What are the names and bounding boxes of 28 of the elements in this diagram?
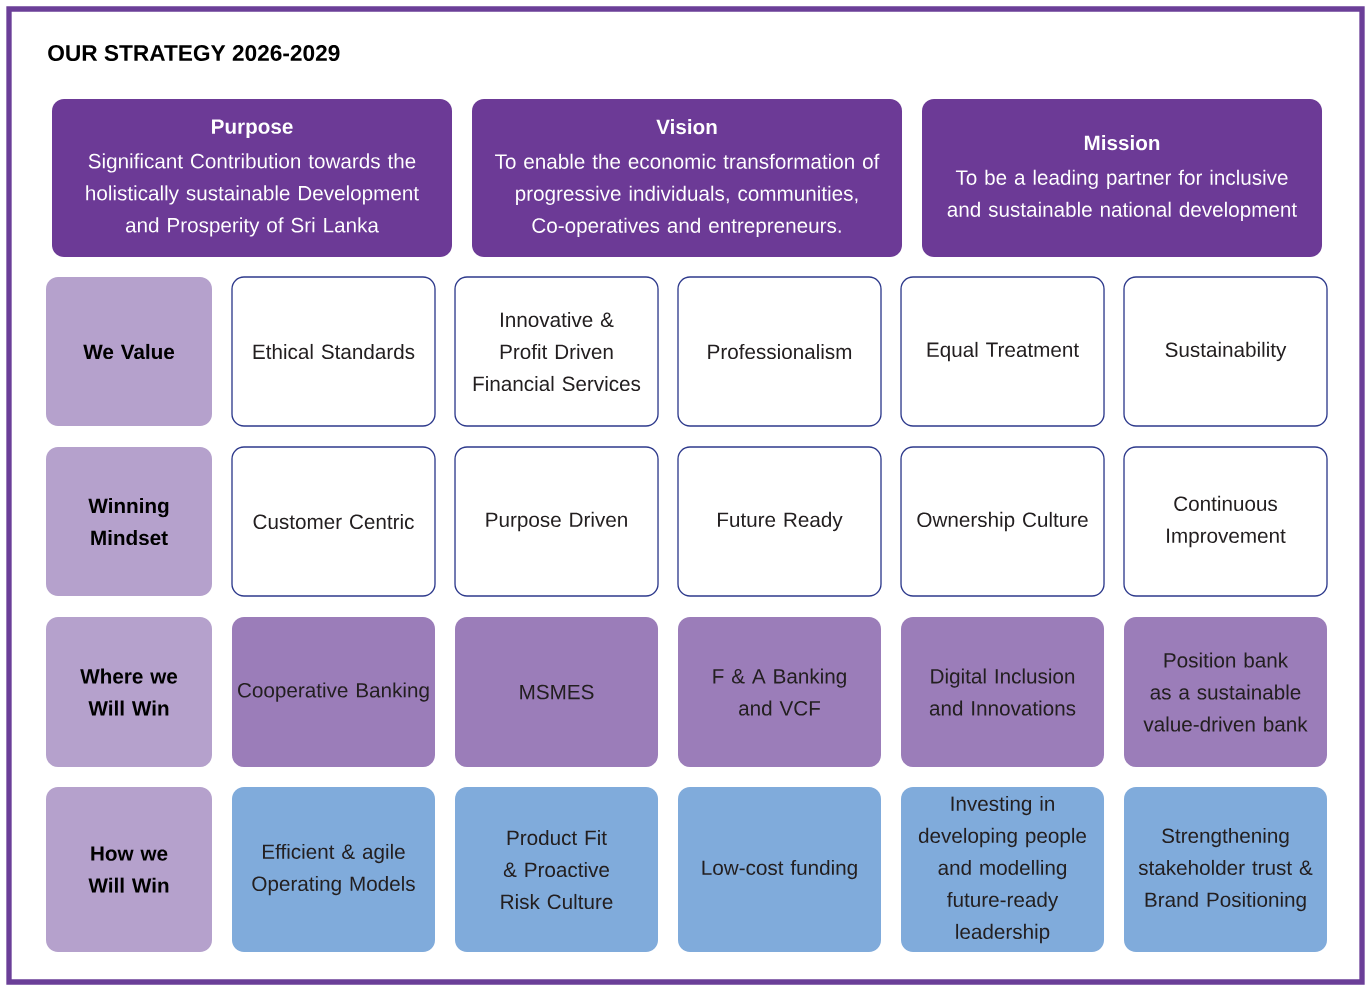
focus-area-box: F & A Banking and VCF: [678, 617, 881, 767]
approach-box: Product Fit & Proactive Risk Culture: [455, 787, 658, 952]
value-box: Professionalism: [677, 276, 882, 427]
approach-box: Investing in developing people and modelling future-ready leadership: [901, 787, 1104, 952]
value-box: Equal Treatment: [900, 276, 1105, 427]
row-header-box: Winning Mindset: [46, 447, 212, 596]
value-box: Ownership Culture: [900, 446, 1105, 597]
focus-area-box: Position bank as a sustainable value-driven bank: [1124, 617, 1327, 767]
value-box: Continuous Improvement: [1123, 446, 1328, 597]
value-box: Ethical Standards: [231, 276, 436, 427]
approach-box: Efficient & agile Operating Models: [232, 787, 435, 952]
focus-area-box: Digital Inclusion and Innovations: [901, 617, 1104, 767]
value-box: Customer Centric: [231, 446, 436, 597]
value-box: Sustainability: [1123, 276, 1328, 427]
value-box: Innovative & Profit Driven Financial Services: [454, 276, 659, 427]
focus-area-box: Cooperative Banking: [232, 617, 435, 767]
purpose-box: Purpose Significant Contribution towards the holistically sustainable Development and Prosperity of Sri Lanka: [52, 99, 452, 257]
value-box: Future Ready: [677, 446, 882, 597]
row-header-box: Where we Will Win: [46, 617, 212, 767]
purpose-box: Mission To be a leading partner for inclusive and sustainable national development: [922, 99, 1322, 257]
value-box: Purpose Driven: [454, 446, 659, 597]
purpose-box: Vision To enable the economic transformation of progressive individuals, communities, Co-operatives and entrepreneurs.: [472, 99, 902, 257]
focus-area-box: MSMES: [455, 617, 658, 767]
row-header-box: How we Will Win: [46, 787, 212, 952]
approach-box: Low-cost funding: [678, 787, 881, 952]
title: OUR STRATEGY 2026-2029: [48, 45, 340, 62]
row-header-box: We Value: [46, 277, 212, 426]
approach-box: Strengthening stakeholder trust & Brand Positioning: [1124, 787, 1327, 952]
